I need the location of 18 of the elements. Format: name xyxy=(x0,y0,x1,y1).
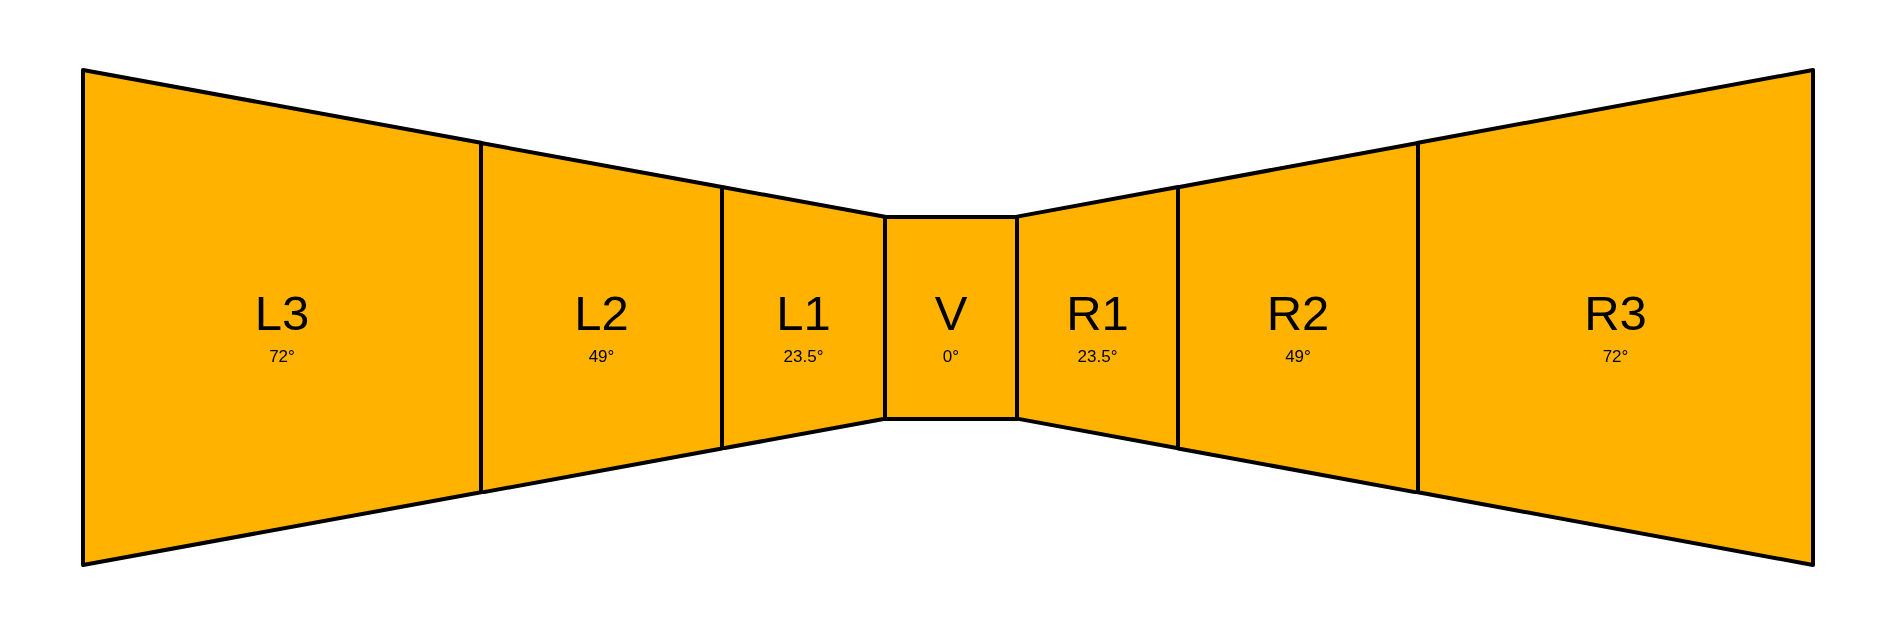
segment-label: R2 xyxy=(1266,288,1330,338)
segment-panel xyxy=(720,184,887,451)
angle-label: 49° xyxy=(588,348,615,366)
angle-label: 0° xyxy=(942,348,960,366)
angle-label: 72° xyxy=(1602,348,1629,366)
segment-label: R3 xyxy=(1584,288,1647,338)
segment-label: L2 xyxy=(574,288,629,338)
segment-label: V xyxy=(934,288,968,338)
angle-label: 23.5° xyxy=(1077,348,1118,366)
segment-panel xyxy=(883,214,1019,421)
angle-label: 49° xyxy=(1285,348,1311,366)
angle-label: 72° xyxy=(269,348,295,366)
segment-label: R1 xyxy=(1066,288,1129,338)
segment-panel xyxy=(479,140,724,495)
segment-label: L3 xyxy=(254,288,310,338)
segment-panel xyxy=(1015,184,1180,451)
angle-label: 23.5° xyxy=(783,348,824,366)
segment-label: L1 xyxy=(776,288,831,338)
